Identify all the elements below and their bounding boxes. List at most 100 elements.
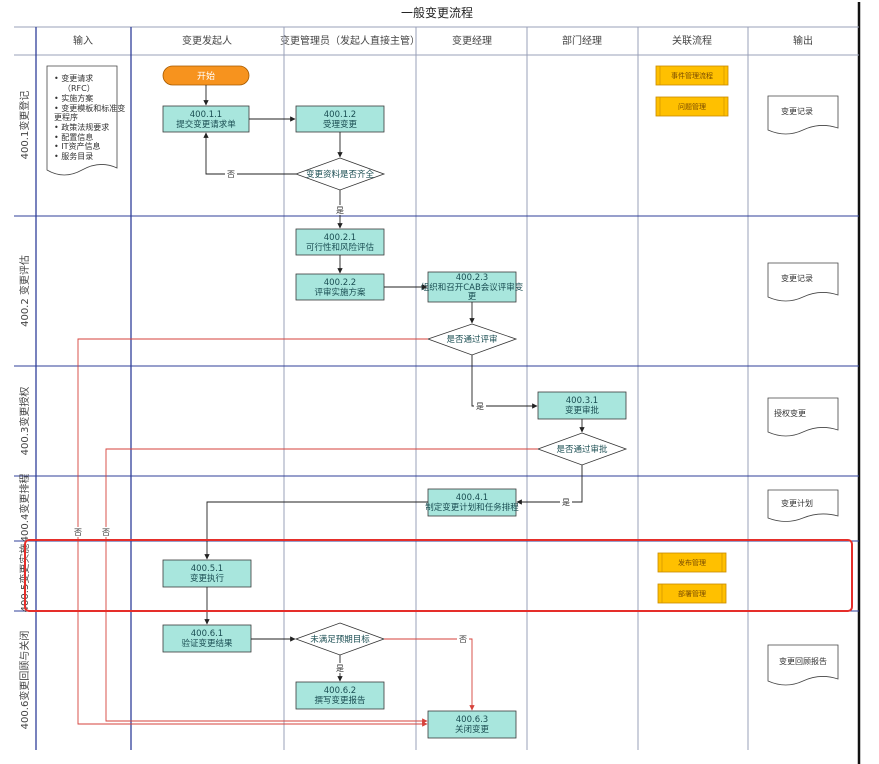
input-item: • 配置信息	[54, 132, 93, 142]
output-doc-authorized-change[interactable]: 授权变更	[767, 397, 839, 437]
decision-label: 变更资料是否齐全	[306, 169, 375, 180]
lane-label-review-close: 400.6变更回顾与关闭	[18, 631, 31, 730]
box-label-cont: 更	[468, 292, 477, 302]
output-label: 变更计划	[781, 498, 813, 508]
decision-goal-not-met[interactable]: 未满足预期目标	[294, 622, 386, 656]
output-label: 变更记录	[781, 273, 813, 283]
input-item: 更程序	[54, 112, 78, 122]
box-id: 400.2.2	[324, 278, 356, 288]
process-box-400-2-1[interactable]: 400.2.1 可行性和风险评估	[295, 228, 385, 256]
process-box-400-2-2[interactable]: 400.2.2 评审实施方案	[295, 273, 385, 301]
box-label: 制定变更计划和任务排程	[425, 502, 519, 513]
box-id: 400.2.3	[456, 273, 488, 283]
box-id: 400.6.3	[456, 715, 488, 725]
col-header-output: 输出	[793, 34, 813, 47]
related-label: 发布管理	[678, 558, 706, 567]
box-label: 受理变更	[323, 119, 358, 130]
edge-label-no: 否	[74, 528, 82, 537]
process-box-400-6-3[interactable]: 400.6.3 关闭变更	[427, 710, 517, 739]
output-doc-change-plan[interactable]: 变更计划	[767, 489, 839, 522]
col-header-change-admin: 变更管理员（发起人直接主管）	[280, 34, 420, 47]
box-id: 400.1.1	[190, 110, 222, 120]
box-id: 400.3.1	[566, 396, 598, 406]
edge-label-yes: 是	[562, 498, 570, 507]
related-label: 问题管理	[678, 102, 706, 111]
box-label: 变更执行	[190, 573, 225, 584]
related-label: 部署管理	[678, 589, 706, 598]
output-label: 授权变更	[774, 408, 806, 418]
edge-label-no: 否	[227, 170, 235, 179]
box-id: 400.6.1	[191, 629, 223, 639]
lane-label-assessment: 400.2 变更评估	[18, 255, 31, 327]
edge-label-yes: 是	[336, 664, 344, 673]
related-process-incident[interactable]: 事件管理流程	[655, 65, 729, 86]
input-item: （RFC）	[63, 84, 95, 93]
edge-label-yes: 是	[336, 206, 344, 215]
decision-label: 未满足预期目标	[310, 634, 370, 645]
red-connectors	[77, 338, 538, 727]
process-box-400-5-1[interactable]: 400.5.1 变更执行	[162, 559, 252, 588]
process-box-400-2-3[interactable]: 400.2.3 组织和召开CAB会议评审变 更	[421, 271, 524, 303]
col-header-input: 输入	[73, 34, 93, 47]
highlight-implementation-lane	[24, 539, 853, 612]
box-label: 可行性和风险评估	[306, 242, 375, 253]
col-header-initiator: 变更发起人	[182, 34, 232, 47]
related-process-release[interactable]: 发布管理	[657, 552, 727, 573]
box-id: 400.4.1	[456, 493, 488, 503]
decision-label: 是否通过审批	[556, 444, 608, 455]
output-doc-review-report[interactable]: 变更回顾报告	[767, 644, 839, 686]
lane-label-registration: 400.1变更登记	[18, 91, 31, 160]
column-header-row: 输入 变更发起人 变更管理员（发起人直接主管） 变更经理 部门经理 关联流程 输…	[14, 26, 859, 56]
input-item: • IT资产信息	[54, 141, 101, 151]
box-id: 400.6.2	[324, 686, 356, 696]
process-box-400-3-1[interactable]: 400.3.1 变更审批	[537, 391, 627, 420]
related-process-deployment[interactable]: 部署管理	[657, 583, 727, 604]
decision-label: 是否通过评审	[446, 334, 497, 345]
col-header-change-manager: 变更经理	[452, 34, 492, 47]
decision-review-passed[interactable]: 是否通过评审	[426, 323, 518, 356]
input-item: • 政策法规要求	[54, 122, 109, 132]
col-header-related-process: 关联流程	[672, 34, 712, 47]
process-box-400-1-2[interactable]: 400.1.2 受理变更	[295, 105, 385, 133]
box-label: 撰写变更报告	[314, 695, 365, 706]
column-separators	[35, 27, 749, 750]
output-label: 变更记录	[781, 106, 813, 116]
output-label: 变更回顾报告	[779, 656, 827, 666]
output-doc-change-record-1[interactable]: 变更记录	[767, 95, 839, 135]
related-label: 事件管理流程	[671, 71, 713, 80]
process-box-400-4-1[interactable]: 400.4.1 制定变更计划和任务排程	[425, 488, 519, 517]
process-box-400-6-2[interactable]: 400.6.2 撰写变更报告	[295, 681, 385, 710]
edge-labels: 否 是 是 是 否 否 否 是	[72, 169, 572, 673]
box-label: 变更审批	[565, 405, 600, 416]
input-item: • 变更请求	[54, 73, 93, 83]
process-box-400-6-1[interactable]: 400.6.1 验证变更结果	[162, 624, 252, 653]
input-item: • 变更模板和标准变	[54, 103, 125, 113]
connectors	[203, 85, 585, 682]
box-id: 400.2.1	[324, 233, 356, 243]
decision-docs-complete[interactable]: 变更资料是否齐全	[294, 157, 386, 191]
box-label: 关闭变更	[455, 724, 490, 735]
box-label: 提交变更请求单	[176, 119, 236, 130]
decision-approval-passed[interactable]: 是否通过审批	[536, 432, 628, 466]
diagram-title: 一般变更流程	[401, 5, 473, 20]
related-process-problem[interactable]: 问题管理	[655, 96, 729, 117]
edge-label-no: 否	[459, 635, 467, 644]
box-id: 400.1.2	[324, 110, 356, 120]
box-id: 400.5.1	[191, 564, 223, 574]
input-document: • 变更请求 （RFC） • 实施方案 • 变更模板和标准变 更程序 • 政策法…	[46, 65, 125, 176]
box-label: 评审实施方案	[314, 287, 366, 298]
box-label: 验证变更结果	[181, 638, 233, 649]
start-label: 开始	[197, 70, 215, 82]
edge-label-yes: 是	[476, 402, 484, 411]
box-label: 组织和召开CAB会议评审变	[421, 282, 524, 293]
input-item: • 服务目录	[54, 151, 93, 161]
output-doc-change-record-2[interactable]: 变更记录	[767, 262, 839, 302]
start-node[interactable]: 开始	[162, 65, 250, 86]
lane-label-scheduling: 400.4变更排程	[18, 474, 31, 543]
edge-label-no: 否	[102, 528, 110, 537]
input-item: • 实施方案	[54, 93, 93, 103]
lane-label-authorization: 400.3变更授权	[18, 387, 31, 456]
process-box-400-1-1[interactable]: 400.1.1 提交变更请求单	[162, 105, 250, 133]
col-header-dept-manager: 部门经理	[562, 34, 602, 47]
